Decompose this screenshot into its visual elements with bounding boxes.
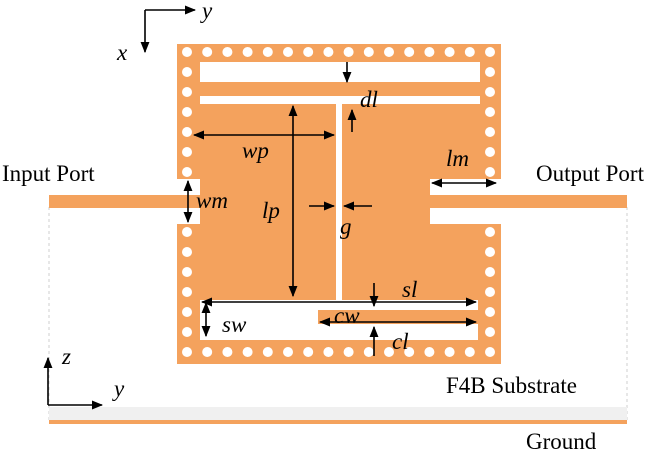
ground-plane — [49, 420, 627, 424]
axis-bottom-y: y — [112, 376, 125, 401]
via — [182, 347, 192, 357]
via — [242, 47, 253, 57]
output-port-label: Output Port — [536, 161, 645, 186]
axis-top-y: y — [200, 0, 213, 23]
via — [182, 307, 192, 317]
via — [262, 347, 273, 357]
dim-cl: cl — [392, 329, 409, 354]
via — [182, 107, 192, 117]
via — [485, 327, 495, 337]
axis-top-x: x — [116, 40, 128, 65]
ground-label: Ground — [526, 429, 597, 454]
via — [182, 247, 192, 257]
ground-dielectric-band — [49, 407, 627, 420]
via — [182, 87, 192, 97]
via — [485, 347, 495, 357]
via — [182, 127, 192, 137]
via — [363, 47, 374, 57]
via — [262, 47, 273, 57]
dim-sl: sl — [402, 277, 417, 302]
via — [303, 47, 314, 57]
via — [485, 287, 495, 297]
via — [485, 147, 495, 157]
via-array — [182, 47, 495, 357]
top-coupling-strip — [200, 82, 360, 96]
input-port-label: Input Port — [2, 161, 95, 186]
via — [485, 167, 495, 177]
via — [384, 47, 394, 57]
output-notch-top — [430, 179, 501, 195]
dim-wm: wm — [196, 188, 228, 213]
via — [283, 47, 293, 57]
via — [485, 227, 495, 237]
dim-sw: sw — [222, 312, 247, 337]
via — [182, 167, 192, 177]
via — [202, 347, 213, 357]
via — [444, 347, 455, 357]
via — [222, 347, 233, 357]
via — [384, 347, 394, 357]
output-notch-bottom — [430, 208, 501, 224]
dimension-arrows — [183, 62, 498, 356]
dim-wp: wp — [242, 138, 269, 163]
via — [424, 347, 435, 357]
via — [202, 47, 213, 57]
center-gap — [336, 104, 342, 304]
via — [182, 287, 192, 297]
top-slot — [200, 62, 480, 82]
dim-g: g — [340, 214, 352, 239]
via — [485, 67, 495, 77]
substrate-label: F4B Substrate — [446, 373, 577, 398]
via — [182, 327, 192, 337]
via — [323, 47, 334, 57]
via — [485, 107, 495, 117]
output-feed-line — [497, 195, 627, 208]
via — [222, 47, 233, 57]
via — [323, 347, 334, 357]
dim-dl: dl — [360, 87, 378, 112]
via — [283, 347, 293, 357]
dim-lm: lm — [446, 146, 469, 171]
via — [404, 47, 415, 57]
via — [485, 127, 495, 137]
axes-top — [140, 5, 197, 54]
via — [444, 47, 455, 57]
top-coupling-strip-slot — [200, 96, 480, 104]
via — [182, 227, 192, 237]
via — [464, 347, 475, 357]
via — [424, 47, 435, 57]
via — [363, 347, 374, 357]
via — [343, 347, 354, 357]
via — [485, 307, 495, 317]
via — [485, 267, 495, 277]
via — [485, 47, 495, 57]
via — [464, 47, 475, 57]
via — [182, 267, 192, 277]
via — [182, 147, 192, 157]
dim-lp: lp — [262, 198, 280, 223]
via — [404, 347, 415, 357]
via — [303, 347, 314, 357]
via — [485, 247, 495, 257]
axes-bottom — [43, 356, 104, 410]
axis-bottom-z: z — [61, 344, 71, 369]
via — [485, 87, 495, 97]
via — [182, 47, 192, 57]
via — [182, 67, 192, 77]
via — [343, 47, 354, 57]
via — [242, 347, 253, 357]
input-feed-line — [49, 195, 181, 208]
dim-cw: cw — [334, 303, 360, 328]
